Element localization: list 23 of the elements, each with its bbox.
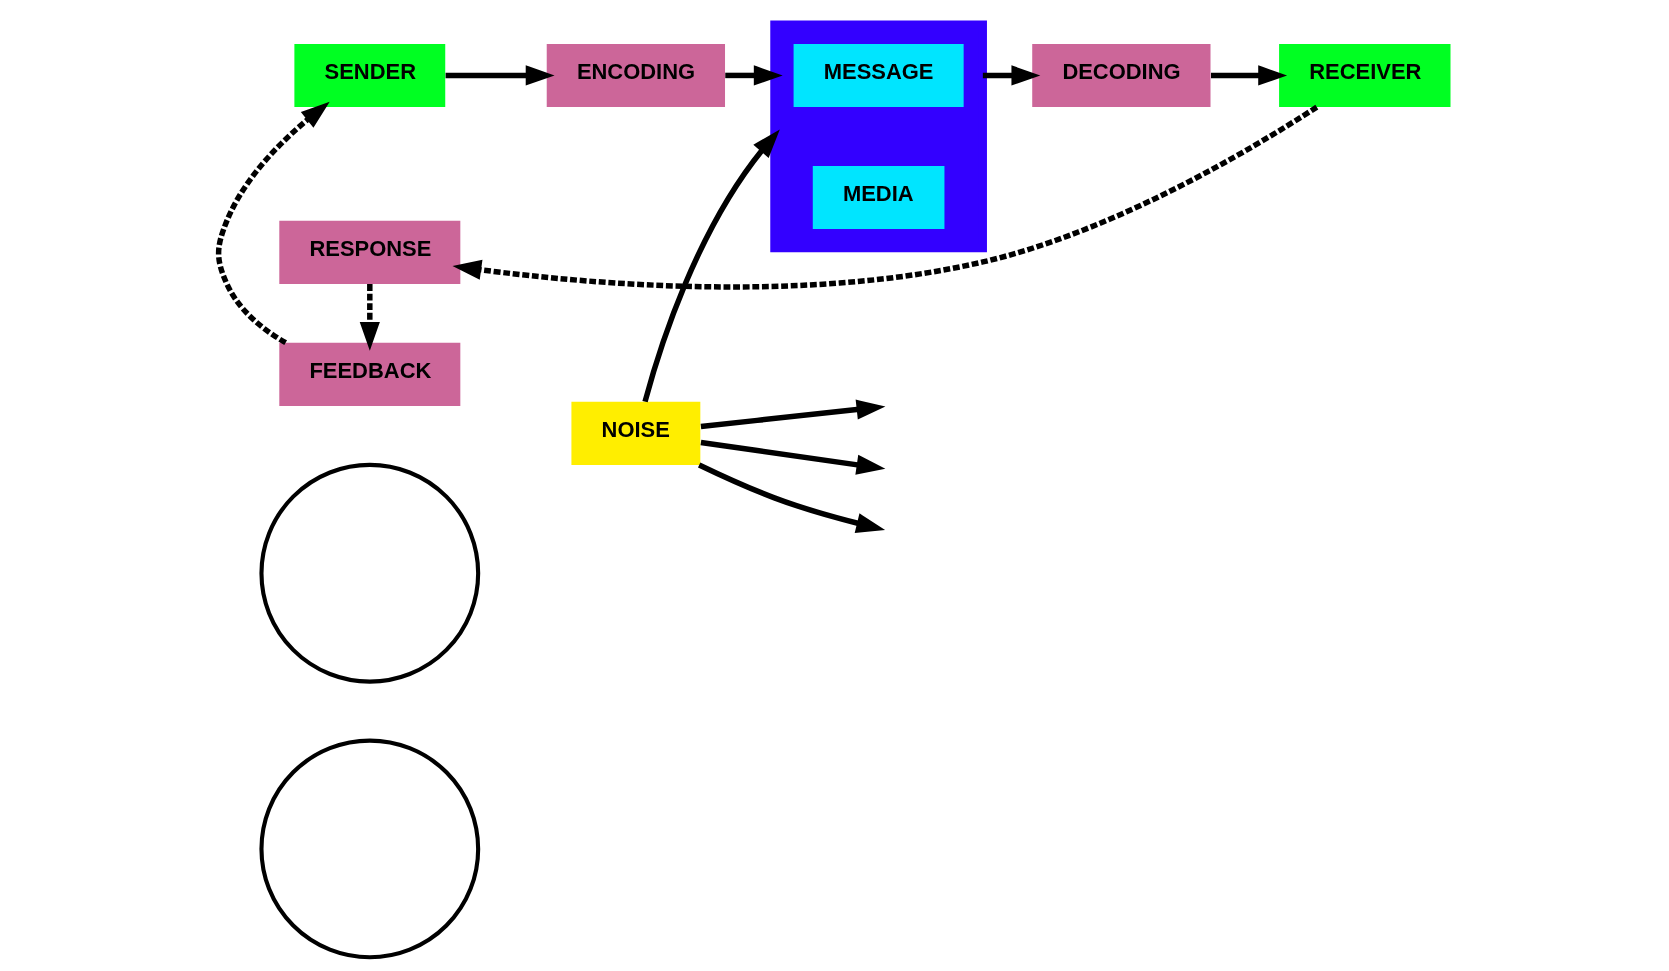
node-box: SENDER xyxy=(294,43,446,107)
node-box: MESSAGE xyxy=(793,43,964,107)
arrow xyxy=(982,65,1041,86)
node-box: FEEDBACK xyxy=(279,342,461,406)
node-box: MEDIA xyxy=(812,165,945,230)
arrow xyxy=(445,65,555,86)
arrow xyxy=(1211,65,1288,86)
node-box: RECEIVER xyxy=(1279,43,1451,107)
node-box: DECODING xyxy=(1032,43,1211,107)
arrow xyxy=(215,101,330,346)
node-box: ENCODING xyxy=(546,43,725,107)
node-circle xyxy=(259,738,481,960)
node-circle xyxy=(259,462,481,684)
node-box: NOISE xyxy=(571,401,701,465)
arrow xyxy=(725,65,783,86)
arrow xyxy=(700,439,886,475)
node-box: RESPONSE xyxy=(279,220,461,284)
arrow xyxy=(700,399,886,430)
cluster xyxy=(770,20,987,253)
arrow xyxy=(698,462,886,533)
arrow xyxy=(452,104,1319,290)
arrow xyxy=(359,284,380,351)
arrow xyxy=(642,129,780,403)
